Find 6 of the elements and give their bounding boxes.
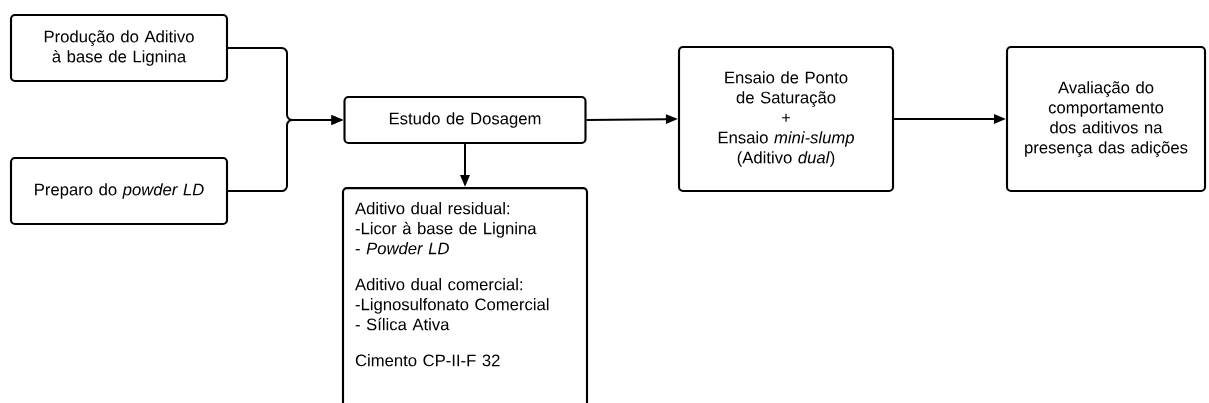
process-box: Produção do Aditivo à base de Lignina — [9, 13, 229, 83]
process-box: Preparo do powder LD — [9, 156, 229, 226]
process-box: Avaliação do comportamento dos aditivos na presença das adições — [1005, 45, 1207, 193]
process-box: Ensaio de Ponto de Saturação + Ensaio mini-slump (Aditivo dual) — [677, 45, 895, 193]
list-box: Aditivo dual residual: -Licor à base de Lignina - Powder LD Aditivo dual comercial: -Lignosulfonato Comercial - Sílica Ativa Cimento CP-II-F 32 — [341, 187, 589, 403]
process-box: Estudo de Dosagem — [343, 95, 587, 145]
